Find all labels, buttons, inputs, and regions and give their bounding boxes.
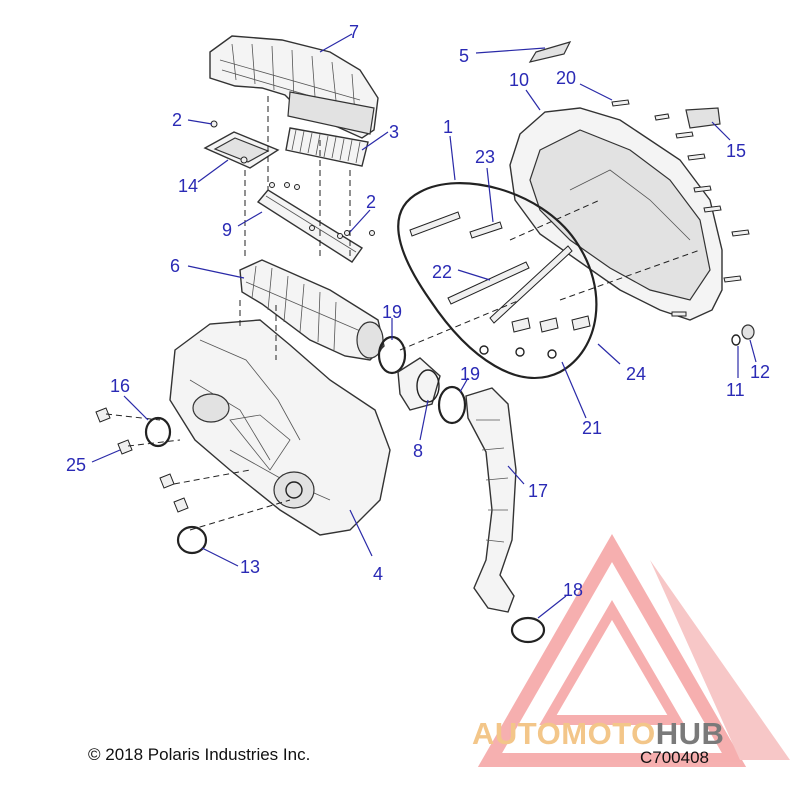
callout-8: 8 — [413, 441, 423, 461]
callout-11: 11 — [726, 380, 745, 400]
callout-6: 6 — [170, 256, 180, 276]
callout-17: 17 — [528, 481, 548, 501]
callout-12: 12 — [750, 362, 770, 382]
part-18-clamp — [510, 616, 546, 644]
part-22-bolts — [447, 245, 573, 324]
part-7-intake-duct — [209, 35, 379, 139]
callout-18: 18 — [563, 580, 583, 600]
callout-19-b: 19 — [460, 364, 480, 384]
part-8-coupler — [397, 357, 441, 411]
part-10-outer-cover — [509, 107, 723, 321]
part-4-inner-cover — [169, 319, 391, 536]
callout-10: 10 — [509, 70, 529, 90]
part-24-bolts — [511, 315, 591, 333]
copyright-text: © 2018 Polaris Industries Inc. — [88, 745, 311, 764]
part-17-outlet-duct — [465, 387, 517, 613]
part-5-decal — [528, 41, 572, 63]
part-20-bolts — [611, 99, 750, 317]
part-19-clamp-a — [377, 335, 407, 375]
callout-20: 20 — [556, 68, 576, 88]
part-15-decal — [685, 107, 721, 129]
callout-2-mid: 2 — [366, 192, 376, 212]
part-13-oring — [176, 525, 208, 555]
callout-7: 7 — [349, 22, 359, 42]
part-12-nut — [741, 324, 755, 340]
callout-5: 5 — [459, 46, 469, 66]
callout-24: 24 — [626, 364, 646, 384]
callout-13: 13 — [240, 557, 260, 577]
callout-22: 22 — [432, 262, 452, 282]
callout-19-a: 19 — [382, 302, 402, 322]
callout-2-top: 2 — [172, 110, 182, 130]
watermark-text-automoto: AUTOMOTO — [472, 716, 656, 751]
part-14-gasket — [203, 131, 280, 169]
part-25-plugs — [95, 407, 189, 513]
callout-25: 25 — [66, 455, 86, 475]
callout-16: 16 — [110, 376, 130, 396]
callout-1: 1 — [443, 117, 453, 137]
part-9-gasket-frame — [256, 182, 375, 263]
leader-lines — [91, 33, 757, 619]
part-11-washer — [731, 334, 741, 346]
automotohub-logo — [477, 533, 790, 767]
callout-15: 15 — [726, 141, 746, 161]
part-1-seal — [397, 182, 598, 380]
part-21-washers — [479, 345, 557, 359]
callout-23: 23 — [475, 147, 495, 167]
watermark-text: AUTOMOTOHUB — [472, 716, 724, 752]
part-23-bolts — [409, 211, 503, 239]
callout-4: 4 — [373, 564, 383, 584]
part-19-clamp-b — [437, 385, 467, 425]
assembly-lines — [105, 96, 701, 531]
callout-14: 14 — [178, 176, 198, 196]
figure-code: C700408 — [640, 748, 710, 767]
callout-3: 3 — [389, 122, 399, 142]
watermark-text-hub: HUB — [655, 716, 725, 751]
part-3-filter-screen — [285, 127, 369, 167]
callout-9: 9 — [222, 220, 232, 240]
part-16-oring — [144, 416, 172, 448]
callout-21: 21 — [582, 418, 602, 438]
part-6-lower-duct — [239, 259, 385, 361]
callout-labels: 7 5 20 10 2 3 1 15 14 23 2 9 6 22 19 24 … — [66, 22, 770, 600]
